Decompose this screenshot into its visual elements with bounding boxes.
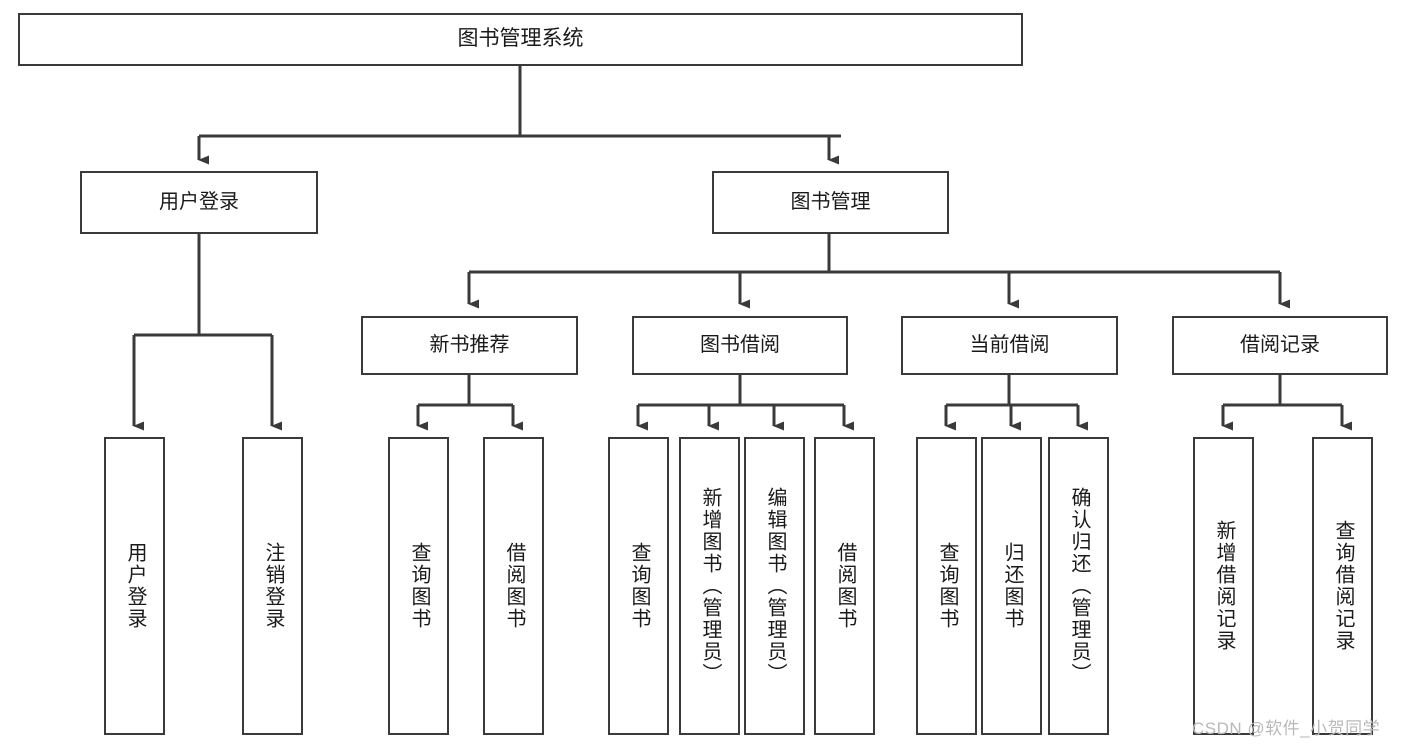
node-label: 借阅记录 <box>1240 334 1320 356</box>
node-label: 编辑图书（管理员） <box>764 487 786 685</box>
leaf-user-login-signin[interactable]: 用户登录 <box>104 437 165 735</box>
node-root-system[interactable]: 图书管理系统 <box>18 13 1023 66</box>
leaf-borrow-edit-book[interactable]: 编辑图书（管理员） <box>744 437 805 735</box>
node-label: 查询图书 <box>936 542 958 630</box>
node-label: 查询图书 <box>628 542 650 630</box>
node-label: 查询借阅记录 <box>1332 520 1354 652</box>
node-label: 新书推荐 <box>429 334 510 356</box>
node-label: 用户登录 <box>124 542 146 630</box>
node-label: 新增借阅记录 <box>1213 520 1235 652</box>
node-label: 借阅图书 <box>503 542 525 630</box>
node-label: 注销登录 <box>262 542 284 630</box>
watermark-text: CSDN @软件_小贺同学 <box>1192 719 1381 738</box>
node-label: 新增图书（管理员） <box>699 487 721 685</box>
node-label: 图书借阅 <box>700 334 780 356</box>
node-label: 借阅图书 <box>834 542 856 630</box>
node-user-login[interactable]: 用户登录 <box>80 171 318 234</box>
leaf-current-query-book[interactable]: 查询图书 <box>916 437 977 735</box>
leaf-record-query-record[interactable]: 查询借阅记录 <box>1312 437 1373 735</box>
node-new-book-recommend[interactable]: 新书推荐 <box>361 316 578 375</box>
leaf-current-confirm-return[interactable]: 确认归还（管理员） <box>1048 437 1109 735</box>
leaf-record-add-record[interactable]: 新增借阅记录 <box>1193 437 1254 735</box>
leaf-borrow-add-book[interactable]: 新增图书（管理员） <box>679 437 740 735</box>
node-book-borrow[interactable]: 图书借阅 <box>632 316 848 375</box>
node-label: 当前借阅 <box>969 334 1050 356</box>
node-borrow-record[interactable]: 借阅记录 <box>1172 316 1388 375</box>
node-label: 确认归还（管理员） <box>1068 487 1090 685</box>
leaf-borrow-query-book[interactable]: 查询图书 <box>608 437 669 735</box>
node-label: 归还图书 <box>1001 542 1023 630</box>
node-label: 图书管理系统 <box>457 27 584 51</box>
leaf-recommend-borrow-book[interactable]: 借阅图书 <box>483 437 544 735</box>
node-label: 查询图书 <box>408 542 430 630</box>
node-book-management[interactable]: 图书管理 <box>712 171 949 234</box>
node-label: 用户登录 <box>159 191 239 213</box>
leaf-borrow-borrow-book[interactable]: 借阅图书 <box>814 437 875 735</box>
node-current-borrow[interactable]: 当前借阅 <box>901 316 1118 375</box>
leaf-recommend-query-book[interactable]: 查询图书 <box>388 437 449 735</box>
csdn-watermark: CSDN @软件_小贺同学 <box>1192 714 1380 739</box>
leaf-user-login-signout[interactable]: 注销登录 <box>242 437 303 735</box>
node-label: 图书管理 <box>790 191 871 213</box>
leaf-current-return-book[interactable]: 归还图书 <box>981 437 1042 735</box>
